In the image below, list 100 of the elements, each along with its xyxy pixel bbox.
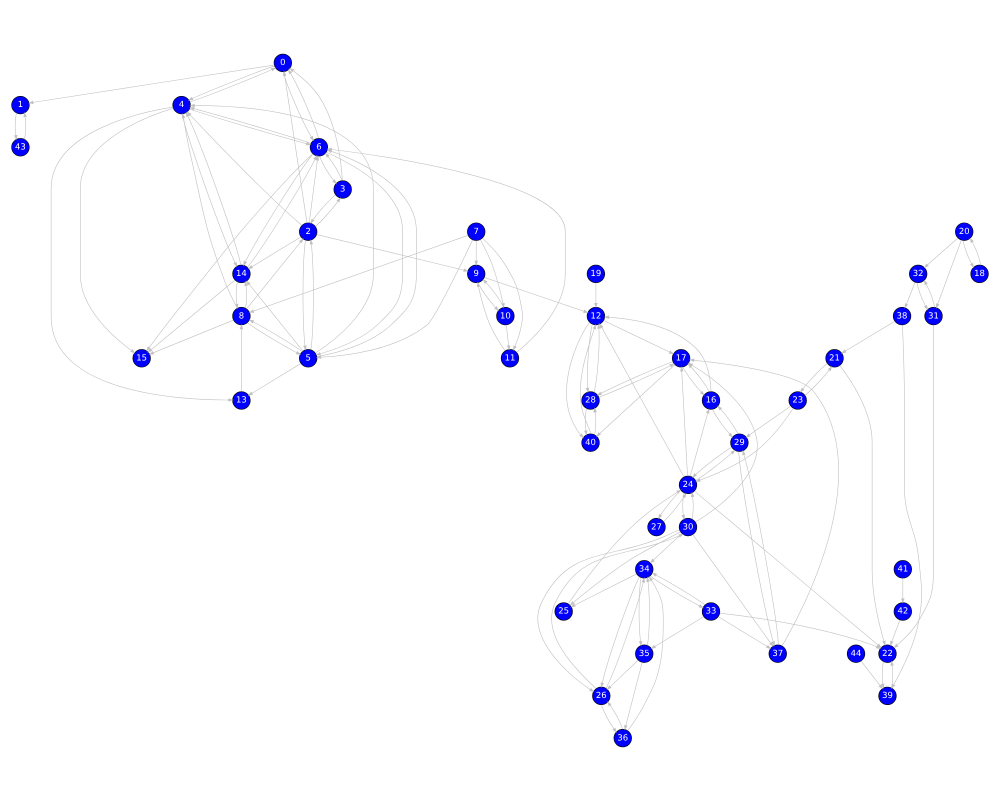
node-circle: 36 [614, 728, 632, 747]
arrow [316, 151, 403, 355]
arrow [477, 282, 499, 311]
node-circle: 20 [955, 222, 974, 240]
arrow [604, 315, 712, 392]
arrow [695, 407, 794, 482]
node-circle: 18 [970, 264, 989, 283]
arrow [924, 279, 936, 308]
arrow [474, 240, 478, 266]
arrow [246, 280, 304, 351]
arrow [80, 107, 174, 353]
arrow [690, 491, 694, 519]
node-circle: 5 [299, 348, 318, 367]
arrow [680, 366, 688, 476]
arrow [650, 532, 682, 563]
arrow [248, 236, 302, 269]
arrow [570, 573, 637, 607]
node-circle: 6 [310, 138, 328, 156]
arrow [717, 405, 738, 434]
arrow [650, 616, 704, 649]
arrow [319, 155, 337, 184]
arrow [962, 240, 974, 268]
arrow [586, 323, 593, 392]
arrow [841, 320, 896, 354]
node-circle: 41 [894, 560, 912, 578]
node-circle: 10 [496, 306, 514, 325]
node-circle: 11 [500, 348, 520, 367]
node-circle: 42 [894, 602, 912, 620]
arrow [580, 324, 596, 434]
node-circle: 13 [232, 390, 251, 410]
node-circle: 15 [132, 348, 151, 367]
arrow [146, 153, 313, 351]
arrow [568, 489, 682, 604]
node-circle: 2 [299, 222, 318, 240]
node-circle: 4 [172, 95, 191, 114]
node-circle: 35 [635, 644, 654, 662]
node-circle: 14 [232, 264, 251, 283]
node-circle: 0 [274, 53, 292, 72]
arrow [860, 660, 883, 689]
arrow [599, 322, 684, 477]
arrow [288, 68, 319, 138]
arrow [646, 576, 650, 646]
arrow [936, 239, 962, 308]
arrow [484, 276, 588, 312]
arrow [289, 67, 343, 180]
arrow [310, 194, 336, 224]
arrow [596, 364, 676, 436]
arrow [904, 282, 916, 308]
arrow [566, 322, 590, 438]
arrow [682, 366, 705, 396]
node-circle: 7 [467, 222, 486, 240]
arrow [839, 364, 886, 646]
arrow [718, 616, 772, 649]
arrow [234, 280, 238, 308]
arrow [282, 71, 314, 141]
arrow [316, 234, 469, 272]
arrow [628, 576, 664, 730]
arrow [308, 154, 320, 223]
arrow [538, 528, 680, 692]
node-circle: 22 [878, 644, 897, 662]
node-circle: 12 [586, 306, 606, 325]
node-circle: 21 [825, 348, 844, 367]
arrow [663, 492, 686, 522]
node-circle: 29 [730, 433, 749, 452]
arrow [14, 112, 18, 140]
arrow [28, 64, 274, 104]
arrow [690, 408, 710, 476]
arrow [246, 238, 304, 309]
arrow [890, 660, 894, 688]
arrow [240, 324, 244, 392]
arrow [800, 362, 828, 392]
arrow [689, 358, 839, 646]
arrow [746, 405, 792, 438]
arrow [282, 70, 308, 223]
arrow [23, 112, 27, 140]
node-circle: 33 [702, 602, 720, 620]
node-circle: 26 [592, 686, 610, 705]
arrow [315, 196, 341, 226]
node-circle: 40 [581, 433, 600, 452]
node-circle: 25 [554, 602, 573, 620]
node-circle: 37 [768, 644, 787, 662]
node-circle: 28 [581, 390, 600, 410]
arrow [682, 492, 686, 520]
arrow [248, 362, 302, 396]
node-circle: 8 [232, 306, 251, 325]
arrow [325, 152, 342, 180]
arrow [584, 408, 588, 436]
arrow [658, 490, 682, 519]
node-circle: 17 [672, 348, 690, 367]
node-circle: 43 [11, 138, 30, 156]
arrow [506, 324, 510, 350]
node-circle: 31 [924, 306, 943, 325]
arrow [624, 662, 642, 730]
arrow [970, 237, 982, 265]
arrow [600, 576, 640, 688]
arrow [603, 320, 674, 354]
arrow [50, 106, 234, 402]
arrow [182, 112, 238, 308]
arrow [924, 237, 958, 268]
arrow [712, 408, 734, 438]
